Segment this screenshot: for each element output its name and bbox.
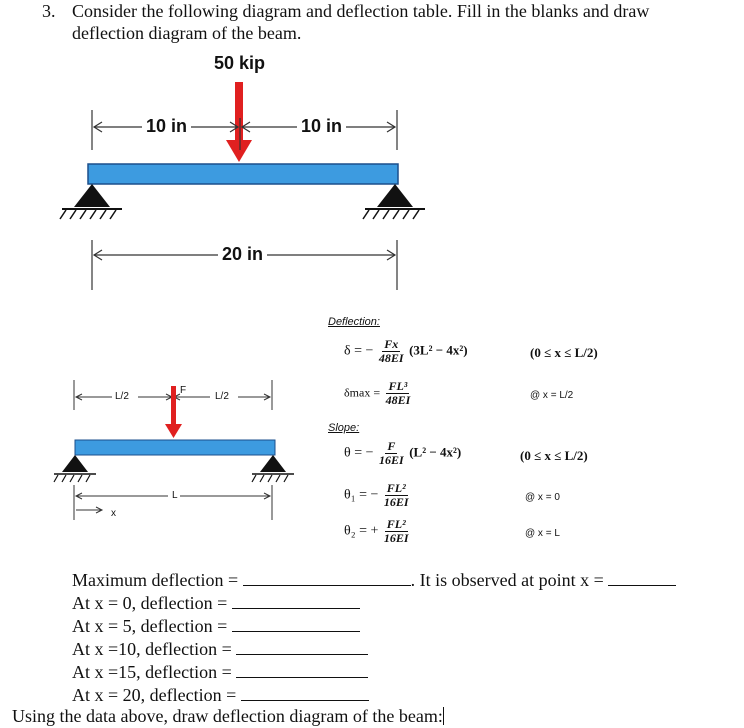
formula-theta2-range: @ x = L: [525, 528, 560, 539]
left-support: [59, 184, 122, 220]
deflection-header: Deflection:: [328, 316, 380, 328]
at-x10-label: At x =10, deflection =: [72, 639, 232, 659]
ref-load-label: F: [180, 385, 187, 396]
formula-delta-tail: (3L² − 4x²): [409, 342, 468, 358]
ref-right-support: [251, 455, 294, 483]
left-span-label: 10 in: [142, 116, 192, 137]
row-x5: At x = 5, deflection =: [72, 614, 360, 638]
ref-half-dimension: [73, 380, 273, 410]
ref-left-support: [53, 455, 96, 483]
at-x5-blank[interactable]: [231, 614, 360, 632]
at-x20-blank[interactable]: [240, 683, 369, 701]
formula-theta2-lhs: θ₂ = +: [344, 523, 379, 539]
observed-point-blank[interactable]: [608, 568, 677, 586]
main-beam-diagram: 50 kip 10 in 10 in 20 in: [0, 0, 744, 300]
at-x15-label: At x =15, deflection =: [72, 662, 232, 682]
ref-beam: [74, 439, 276, 456]
text-cursor: [442, 707, 444, 725]
formula-delta-lhs: δ = −: [344, 343, 374, 359]
slope-header: Slope:: [328, 422, 360, 434]
at-x0-blank[interactable]: [231, 591, 360, 609]
reference-beam-svg: [53, 380, 294, 520]
at-x20-label: At x = 20, deflection =: [72, 685, 237, 705]
ref-length-label: L: [172, 490, 178, 501]
right-support: [362, 184, 425, 220]
ref-length-dimension: [73, 485, 273, 520]
question-line-1: Consider the following diagram and defle…: [72, 1, 650, 21]
formula-theta-range: (0 ≤ x ≤ L/2): [520, 448, 588, 463]
final-instruction: Using the data above, draw deflection di…: [12, 706, 443, 726]
formula-theta-lhs: θ = −: [344, 445, 374, 461]
formula-delta-max-range: @ x = L/2: [530, 390, 574, 401]
row-x10: At x =10, deflection =: [72, 637, 369, 661]
row-x20: At x = 20, deflection =: [72, 683, 369, 707]
row-x0: At x = 0, deflection =: [72, 591, 360, 615]
max-deflection-row: Maximum deflection = . It is observed at…: [72, 568, 677, 592]
max-deflection-label: Maximum deflection =: [72, 570, 239, 590]
formula-theta-tail: (L² − 4x²): [409, 444, 462, 460]
formula-delta-range: (0 ≤ x ≤ L/2): [530, 345, 598, 360]
formula-theta1-range: @ x = 0: [525, 492, 560, 503]
formula-theta1-lhs: θ₁ = −: [344, 487, 379, 503]
reference-beam-diagram: F L/2 L/2 L x: [0, 370, 310, 530]
question-line-2: deflection diagram of the beam.: [72, 23, 302, 43]
at-x5-label: At x = 5, deflection =: [72, 616, 228, 636]
ref-half-right-label: L/2: [215, 391, 229, 402]
ref-half-left-label: L/2: [115, 391, 129, 402]
at-x15-blank[interactable]: [236, 660, 369, 678]
total-span-label: 20 in: [218, 244, 268, 265]
row-x15: At x =15, deflection =: [72, 660, 369, 684]
at-x10-blank[interactable]: [236, 637, 369, 655]
ref-x-label: x: [111, 508, 116, 519]
load-label: 50 kip: [214, 53, 266, 73]
question-number: 3.: [42, 1, 56, 21]
formula-delta-max-lhs: δmax =: [344, 385, 381, 400]
max-deflection-blank[interactable]: [242, 568, 411, 586]
main-beam-svg: [59, 82, 425, 290]
beam: [87, 163, 399, 185]
at-x0-label: At x = 0, deflection =: [72, 593, 228, 613]
load-arrow: [226, 82, 252, 162]
observed-label: . It is observed at point x =: [410, 570, 604, 590]
right-span-label: 10 in: [297, 116, 347, 137]
final-instruction-row: Using the data above, draw deflection di…: [12, 705, 444, 728]
ref-load-arrow: [165, 386, 182, 438]
